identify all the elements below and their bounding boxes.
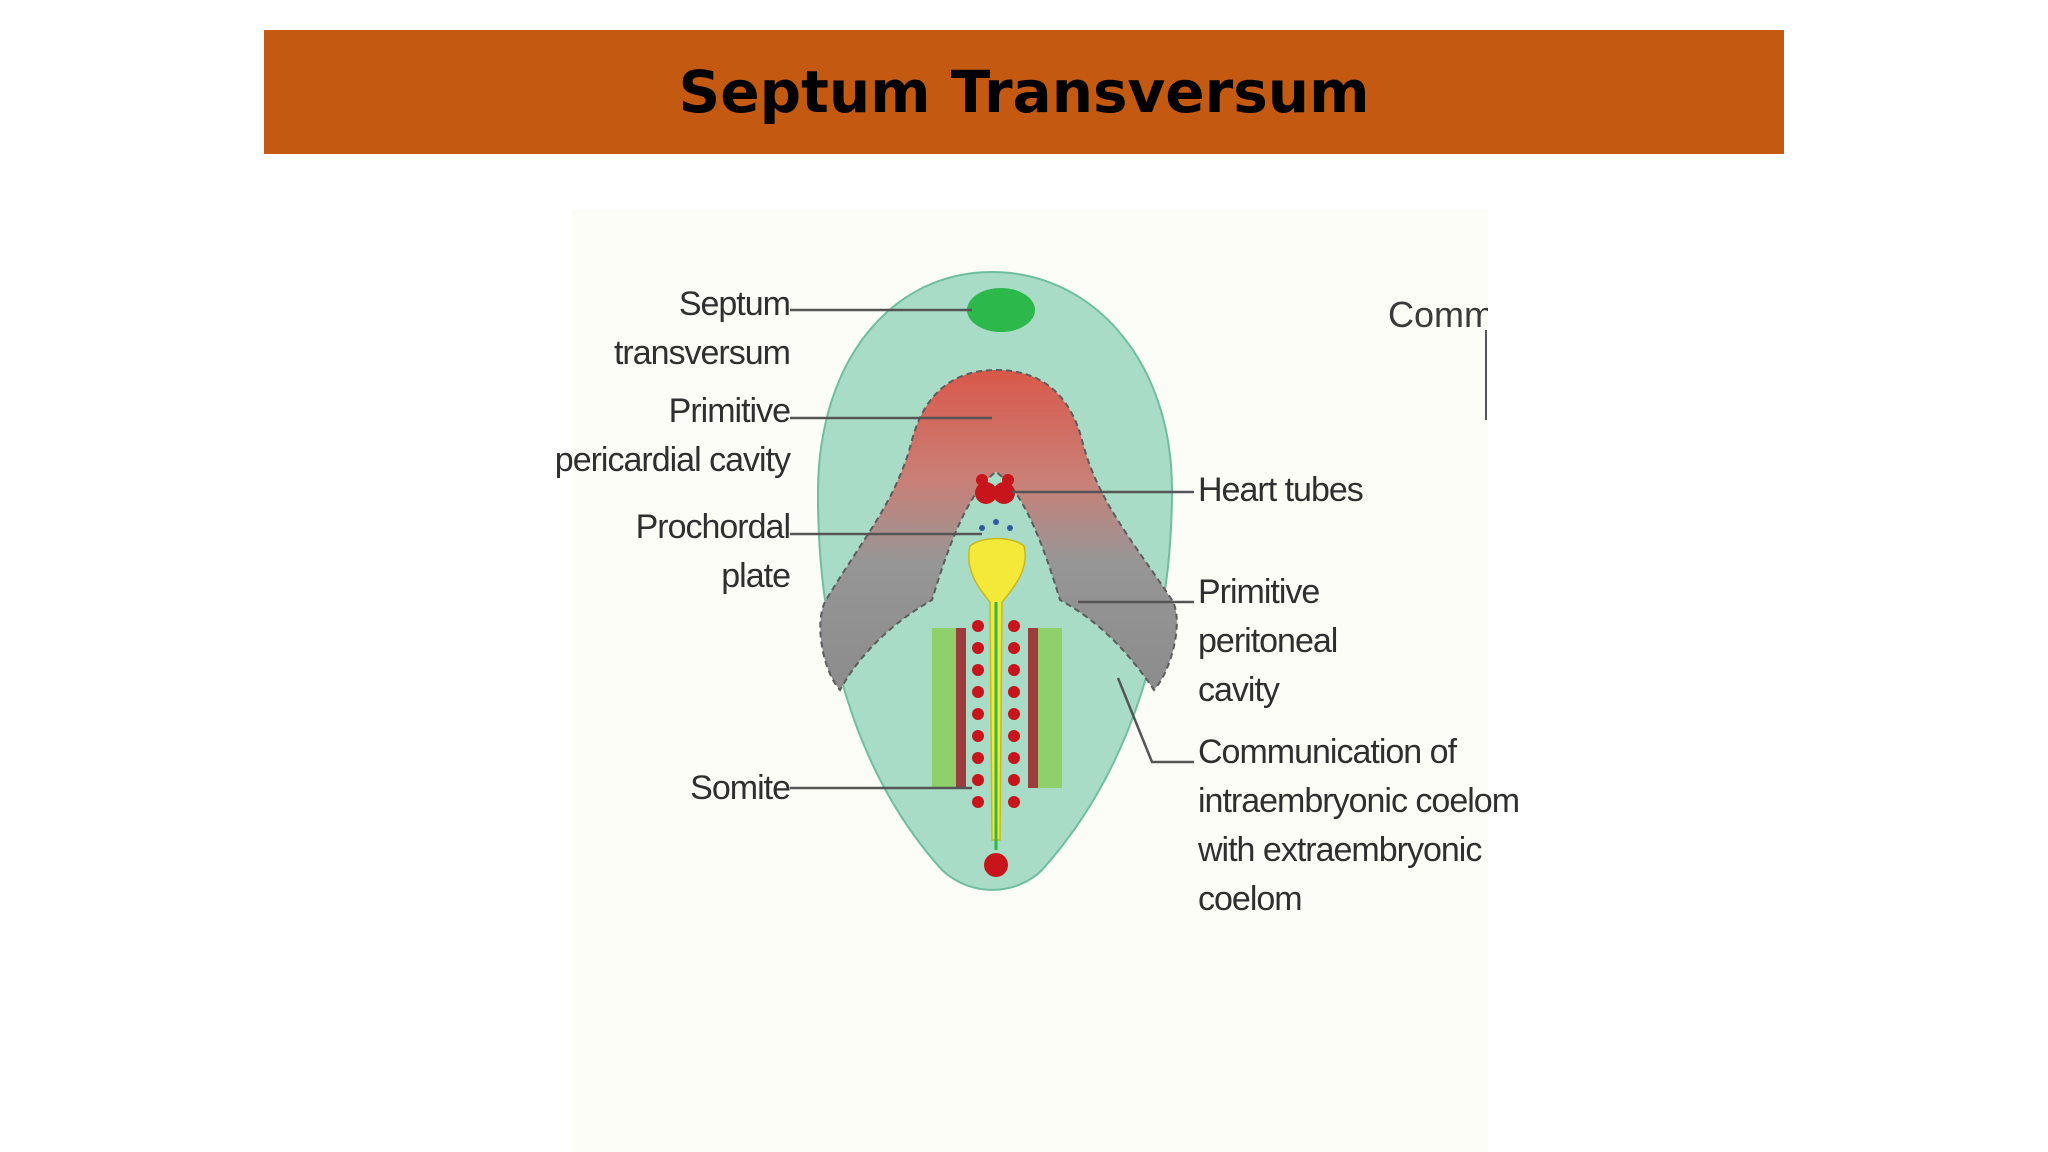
somites xyxy=(972,620,1020,808)
label-prochordal-plate: Prochordal plate xyxy=(635,508,791,595)
leader-lines xyxy=(790,308,1194,790)
label-septum-transversum: Septum transversum xyxy=(613,285,791,372)
heart-tube-right xyxy=(993,482,1015,504)
label-somite: Somite xyxy=(690,769,791,807)
label-communication: Communication of intraembryonic coelom w… xyxy=(1198,733,1520,918)
embryo-diagram: Septum transversum Primitive pericardial… xyxy=(555,210,1520,1152)
label-heart-tubes: Heart tubes xyxy=(1198,471,1364,509)
label-primitive-peritoneal-cavity: Primitive peritoneal cavity xyxy=(1198,573,1338,709)
septum-transversum-shape xyxy=(967,288,1035,332)
label-primitive-pericardial-cavity: Primitive pericardial cavity xyxy=(554,392,791,479)
coelom-horseshoe xyxy=(819,368,1178,692)
embryo-svg xyxy=(790,270,1487,891)
cropped-label: Commu xyxy=(1388,294,1488,335)
slide-title: Septum Transversum xyxy=(678,58,1370,126)
primitive-node xyxy=(984,853,1008,877)
heart-tube-left xyxy=(975,482,997,504)
title-bar: Septum Transversum xyxy=(264,30,1784,154)
